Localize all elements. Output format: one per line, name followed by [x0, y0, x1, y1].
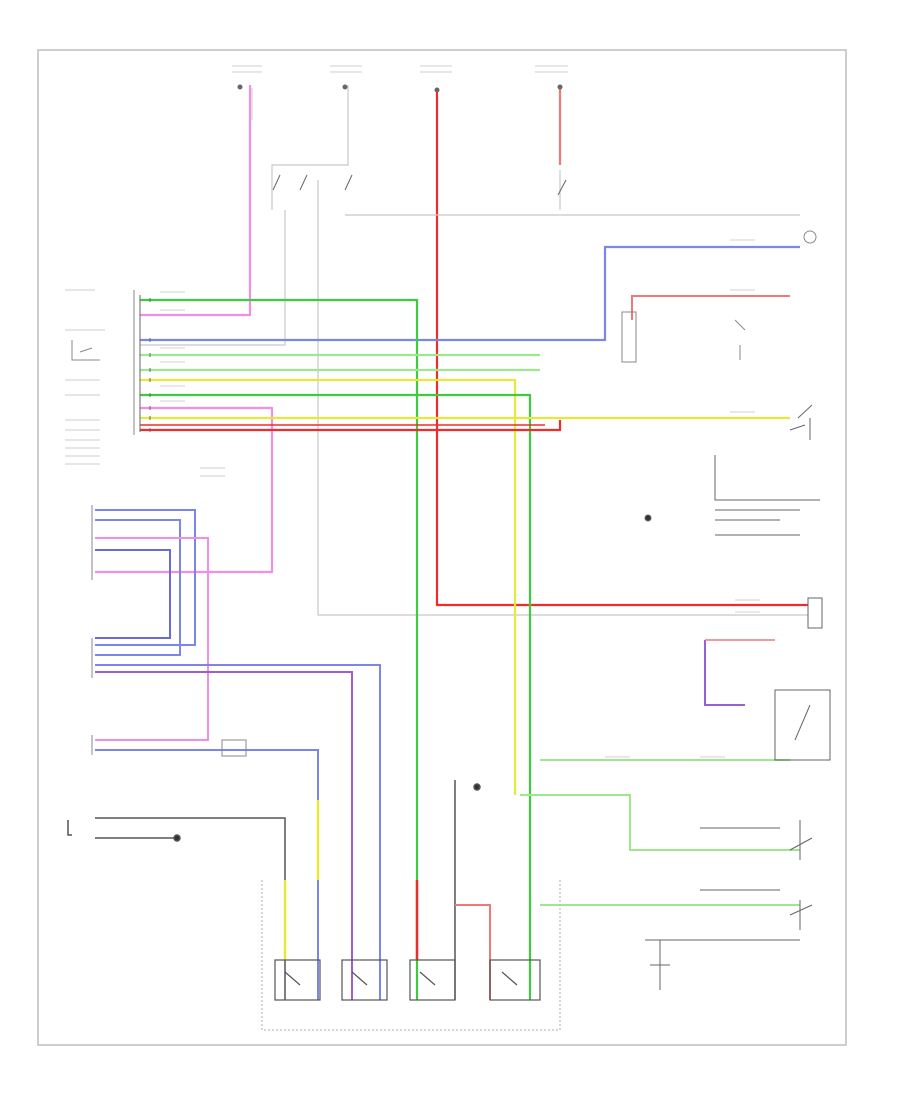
indicator-lamp-icon	[803, 230, 817, 244]
top-fuse-blocks	[232, 65, 568, 73]
diagram-frame	[37, 49, 847, 1046]
right-side-components	[644, 404, 831, 990]
salmon-wire	[631, 295, 790, 320]
heater-control-wires	[91, 638, 381, 1000]
front-left-seat-belt-connector	[91, 505, 209, 741]
main-harness-wires	[95, 298, 790, 1000]
top-feed-wires	[140, 85, 808, 607]
relay-2	[341, 959, 388, 1001]
connector-pins	[139, 295, 151, 432]
relay-3	[409, 959, 456, 1001]
light-green-right-wires	[520, 759, 800, 906]
grey-signal-wires	[140, 180, 808, 616]
black-wires	[67, 780, 491, 1000]
relay-row	[261, 880, 561, 1031]
optical-sensor-connector	[65, 289, 225, 477]
front-passenger-seat-belt-wires	[91, 735, 319, 1000]
relay-4	[489, 959, 541, 1001]
relay-box-upper	[621, 311, 746, 363]
relay-1	[274, 959, 321, 1001]
wire-label-marks	[160, 239, 760, 758]
top-switches	[237, 84, 567, 196]
blue-wire-top	[140, 245, 800, 342]
